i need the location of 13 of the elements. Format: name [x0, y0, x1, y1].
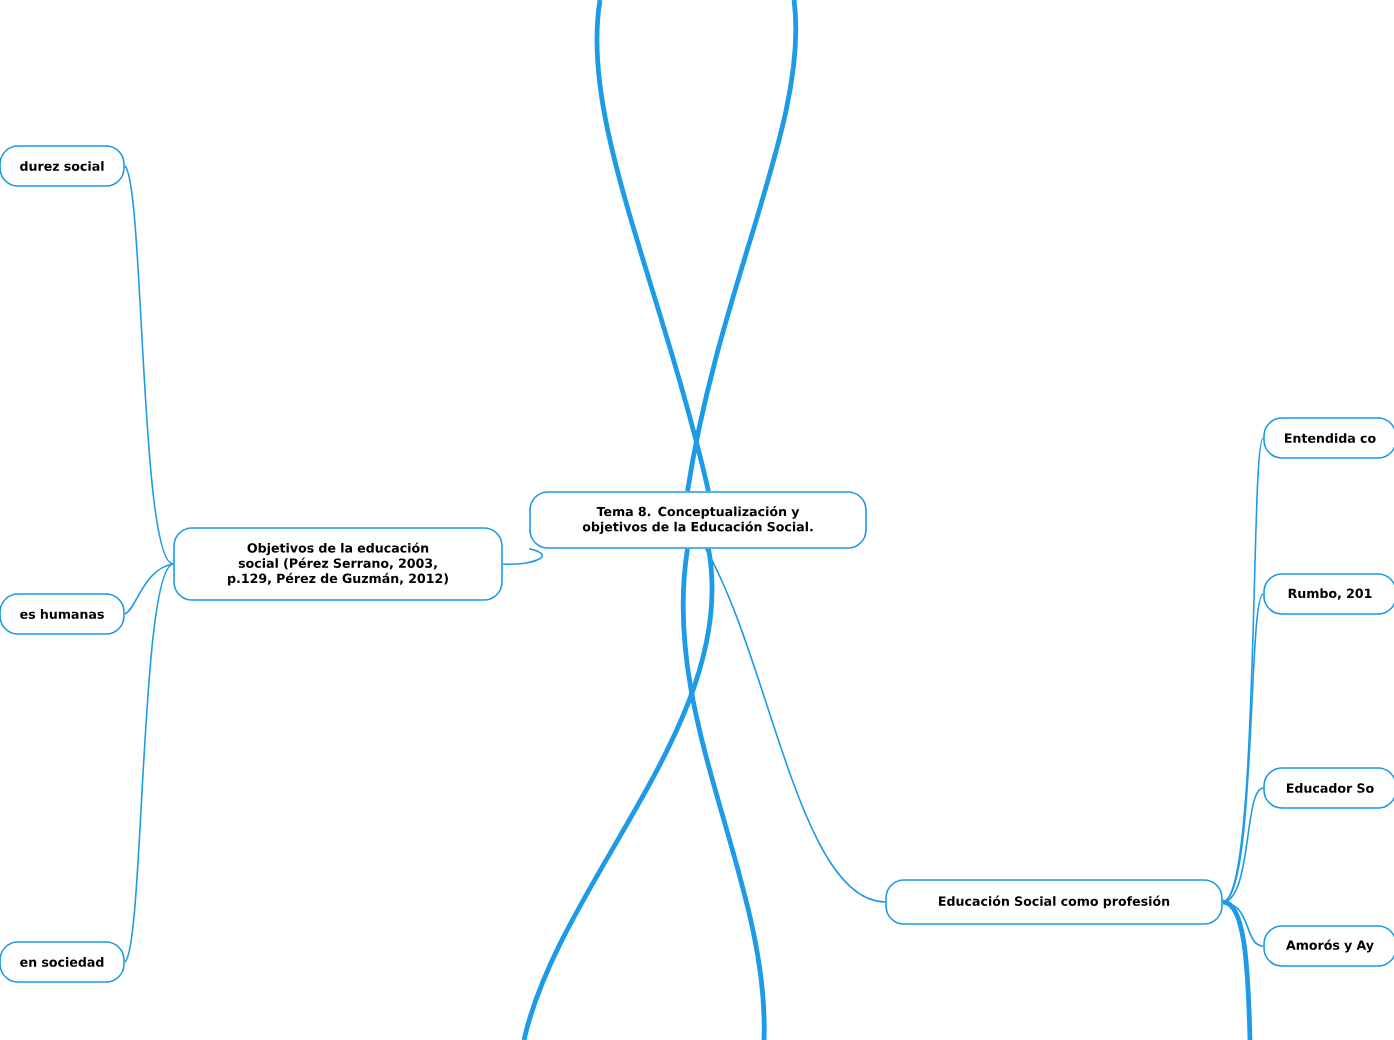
branch-line: [704, 548, 886, 903]
branch-line: [594, 0, 711, 492]
branch-line: [124, 563, 174, 963]
branch-line: [685, 0, 799, 492]
branch-line: [1222, 593, 1264, 903]
branch-line: [124, 165, 174, 565]
branch-line: [1222, 787, 1264, 903]
branch-line: [681, 548, 767, 1040]
branch-line: [521, 548, 715, 1040]
branch-line: [1222, 437, 1264, 903]
branch-line: [124, 563, 174, 615]
branch-line: [502, 548, 543, 566]
branch-line: [1222, 899, 1253, 1040]
